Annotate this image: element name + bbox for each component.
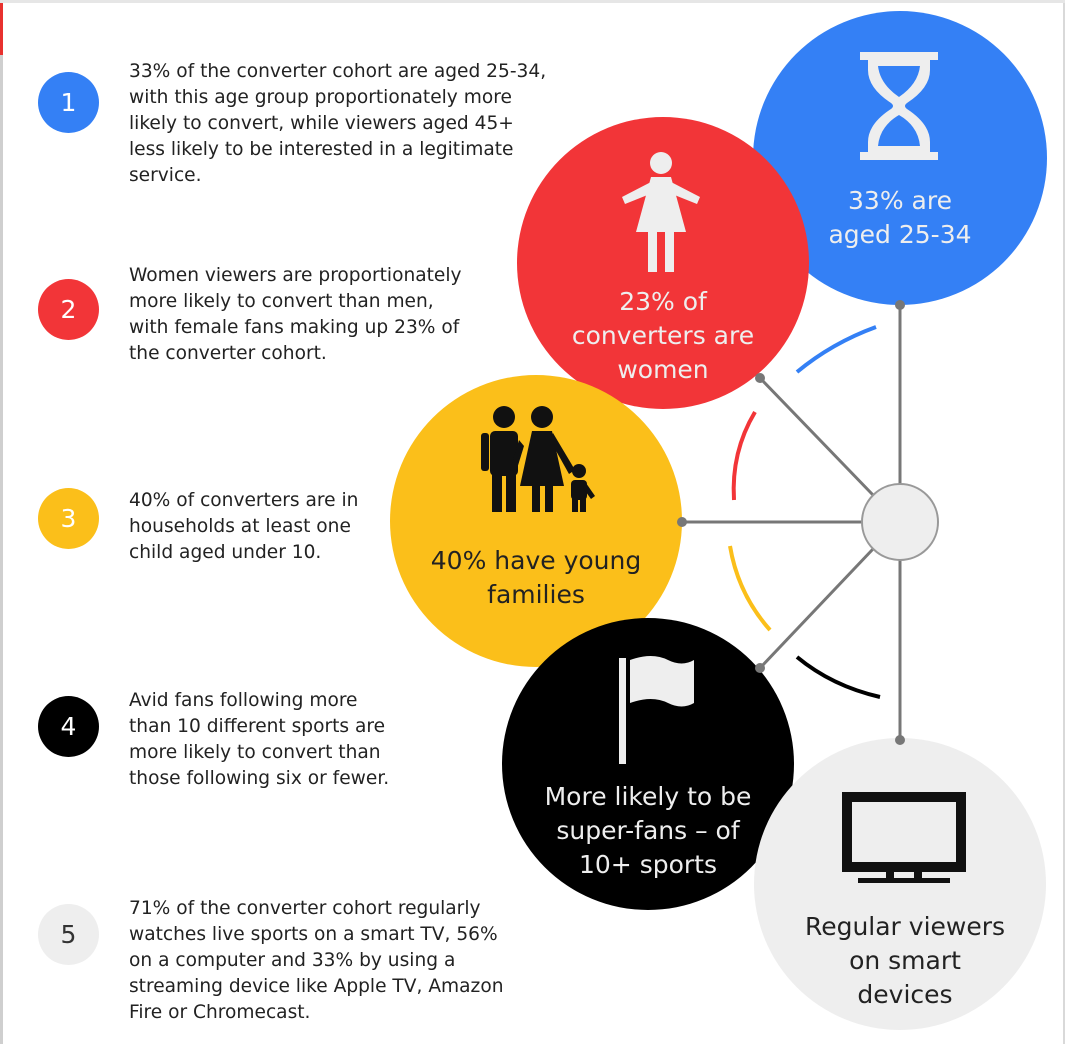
circle-families-label: 40% have young families <box>430 546 642 609</box>
family-icon <box>481 406 595 512</box>
center-hub <box>861 483 939 561</box>
connector-superfans <box>758 547 875 670</box>
flag-icon <box>619 656 694 764</box>
arc-blue <box>795 325 877 374</box>
circle-age-label: 33% are aged 25-34 <box>828 186 972 249</box>
arc-yellow <box>728 545 772 632</box>
dot-devices <box>895 735 905 745</box>
woman-icon <box>622 152 700 272</box>
arc-red <box>731 410 757 501</box>
circle-women <box>517 117 809 409</box>
frame-right-border <box>1063 3 1065 1044</box>
tv-icon <box>842 792 966 883</box>
connector-lines <box>682 305 902 740</box>
list-item-text-4: Avid fans following more than 10 differe… <box>129 690 390 789</box>
frame-left-border <box>0 3 3 1044</box>
connector-dots <box>677 300 905 745</box>
circle-superfans-label: More likely to be super-fans – of 10+ sp… <box>544 782 752 879</box>
dot-age <box>895 300 905 310</box>
hourglass-icon <box>860 52 938 160</box>
number-badge-2: 2 <box>38 279 99 340</box>
circle-devices-label: Regular viewers on smart devices <box>804 912 1006 1009</box>
list-item-text-2: Women viewers are proportionately more l… <box>129 265 462 364</box>
list-item-text-1: 33% of the converter cohort are aged 25-… <box>129 61 547 186</box>
circle-women-label: 23% of converters are women <box>571 287 755 384</box>
number-badge-3: 3 <box>38 488 99 549</box>
circle-devices <box>754 738 1046 1030</box>
dot-families <box>677 517 687 527</box>
dot-superfans <box>755 663 765 673</box>
list-item-text-5: 71% of the converter cohort regularly wa… <box>129 898 504 1023</box>
number-badge-1: 1 <box>38 72 99 133</box>
arc-black <box>795 655 881 699</box>
circle-superfans <box>502 618 794 910</box>
number-badge-4: 4 <box>38 696 99 757</box>
dot-women <box>755 373 765 383</box>
circle-families <box>390 375 682 667</box>
list-item-text-3: 40% of converters are in households at l… <box>129 490 359 563</box>
frame-top-border <box>0 0 1065 3</box>
number-badge-5: 5 <box>38 904 99 965</box>
connector-women <box>758 376 875 497</box>
